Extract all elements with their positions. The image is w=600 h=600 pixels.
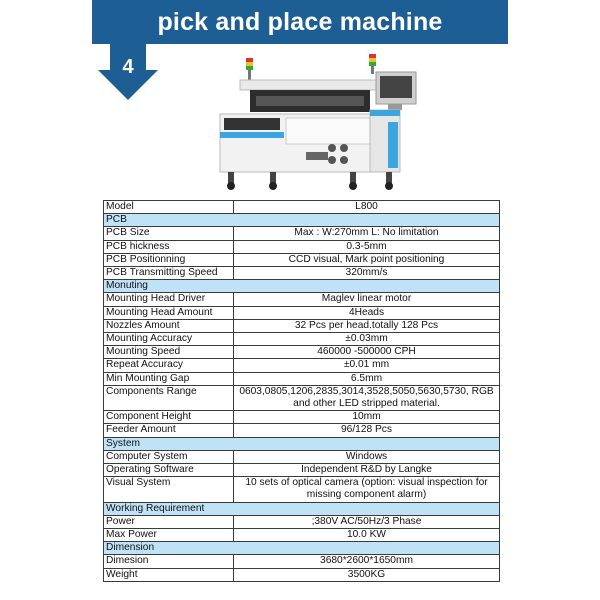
spec-value: 3680*2600*1650mm [233,554,500,569]
spec-value: CCD visual, Mark point positioning [233,252,500,268]
spec-label: Visual System [103,476,234,503]
page-title-banner: pick and place machine [92,0,508,44]
spec-value: Max : W:270mm L: No limitation [233,226,500,241]
spec-value: 460000 -500000 CPH [233,345,500,360]
spec-value: L800 [233,199,500,215]
spec-label: Repeat Accuracy [103,358,234,373]
table-row: Mounting Accuracy±0.03mm [103,332,500,347]
section-header: PCB [103,213,500,228]
spec-label: Mounting Head Amount [103,305,234,320]
spec-value: Windows [233,449,500,465]
spec-label: Power [103,514,234,530]
spec-label: Max Power [103,528,234,543]
section-header-row: Monuting [103,279,500,294]
spec-label: Operating Software [103,463,234,478]
spec-label: Components Range [103,384,234,412]
spec-value: ;380V AC/50Hz/3 Phase [233,514,500,530]
spec-label: PCB hickness [103,239,234,254]
spec-label: PCB Size [103,226,234,241]
spec-value: 32 Pcs per head.totally 128 Pcs [233,318,500,334]
table-row: Power;380V AC/50Hz/3 Phase [103,514,500,530]
spec-value: 4Heads [233,305,500,320]
spec-label: Mounting Speed [103,345,234,360]
spec-value: 0.3-5mm [233,239,500,254]
spec-label: Mounting Accuracy [103,332,234,347]
spec-label: PCB Transmitting Speed [103,266,234,281]
section-header: Working Requirement [103,501,500,516]
section-header-row: Working Requirement [103,501,500,516]
spec-value: ±0.01 mm [233,358,500,373]
spec-value: 10mm [233,410,500,425]
spec-value: 320mm/s [233,266,500,281]
page-title: pick and place machine [157,7,443,36]
spec-value: Maglev linear motor [233,292,500,307]
spec-value: 10.0 KW [233,528,500,543]
spec-value: 0603,0805,1206,2835,3014,3528,5050,5630,… [233,384,500,412]
spec-label: PCB Positionning [103,252,234,268]
spec-label: Dimesion [103,554,234,569]
spec-label: Feeder Amount [103,423,234,438]
section-header: System [103,436,500,451]
spec-label: Min Mounting Gap [103,371,234,386]
section-header: Monuting [103,279,500,294]
table-row: Repeat Accuracy±0.01 mm [103,358,500,373]
spec-value: 10 sets of optical camera (option: visua… [233,476,500,503]
spec-label: Nozzles Amount [103,318,234,334]
section-header-row: PCB [103,213,500,228]
section-header-row: Dimension [103,541,500,556]
section-header-row: System [103,436,500,451]
spec-label: Model [103,199,234,215]
step-number: 4 [122,56,134,78]
spec-value: ±0.03mm [233,332,500,347]
spec-label: Weight [103,567,234,582]
spec-value: 6.5mm [233,371,500,386]
spec-value: 3500KG [233,567,500,582]
spec-label: Computer System [103,449,234,465]
spec-label: Component Height [103,410,234,425]
section-header: Dimension [103,541,500,556]
spec-value: Independent R&D by Langke [233,463,500,478]
spec-value: 96/128 Pcs [233,423,500,438]
down-arrow-icon [98,44,158,100]
spec-label: Mounting Head Driver [103,292,234,307]
machine-photo [219,54,417,190]
